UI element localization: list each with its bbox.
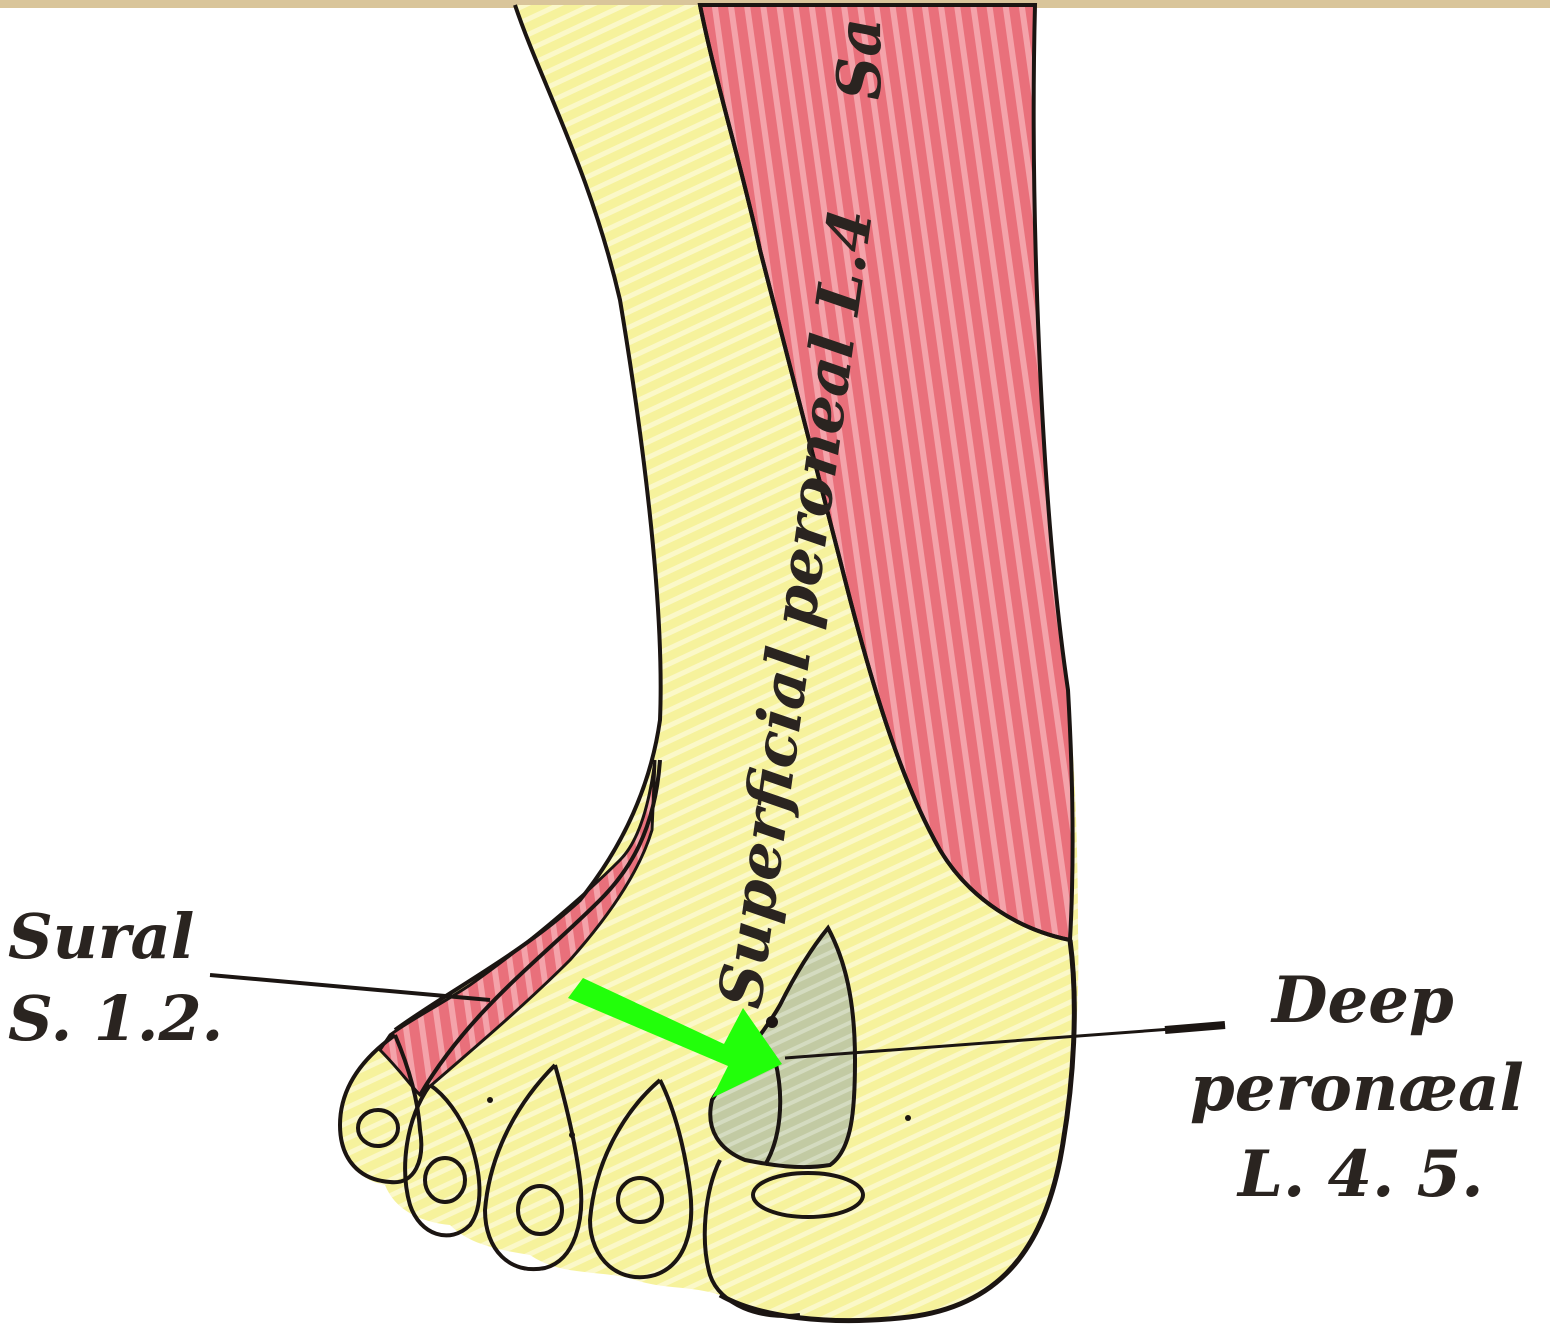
deep-label: Deep xyxy=(1270,963,1454,1038)
deep-roots-label: L. 4. 5. xyxy=(1236,1137,1483,1212)
sural-label: Sural xyxy=(8,900,194,973)
saphenous-label: Sa xyxy=(825,18,895,100)
sural-roots-label: S. 1.2. xyxy=(8,982,223,1055)
deep-peronaeal-label: peronæal xyxy=(1190,1051,1524,1126)
deep-leader-line-tail xyxy=(1165,1025,1225,1030)
sural-leader-line xyxy=(210,975,490,1000)
